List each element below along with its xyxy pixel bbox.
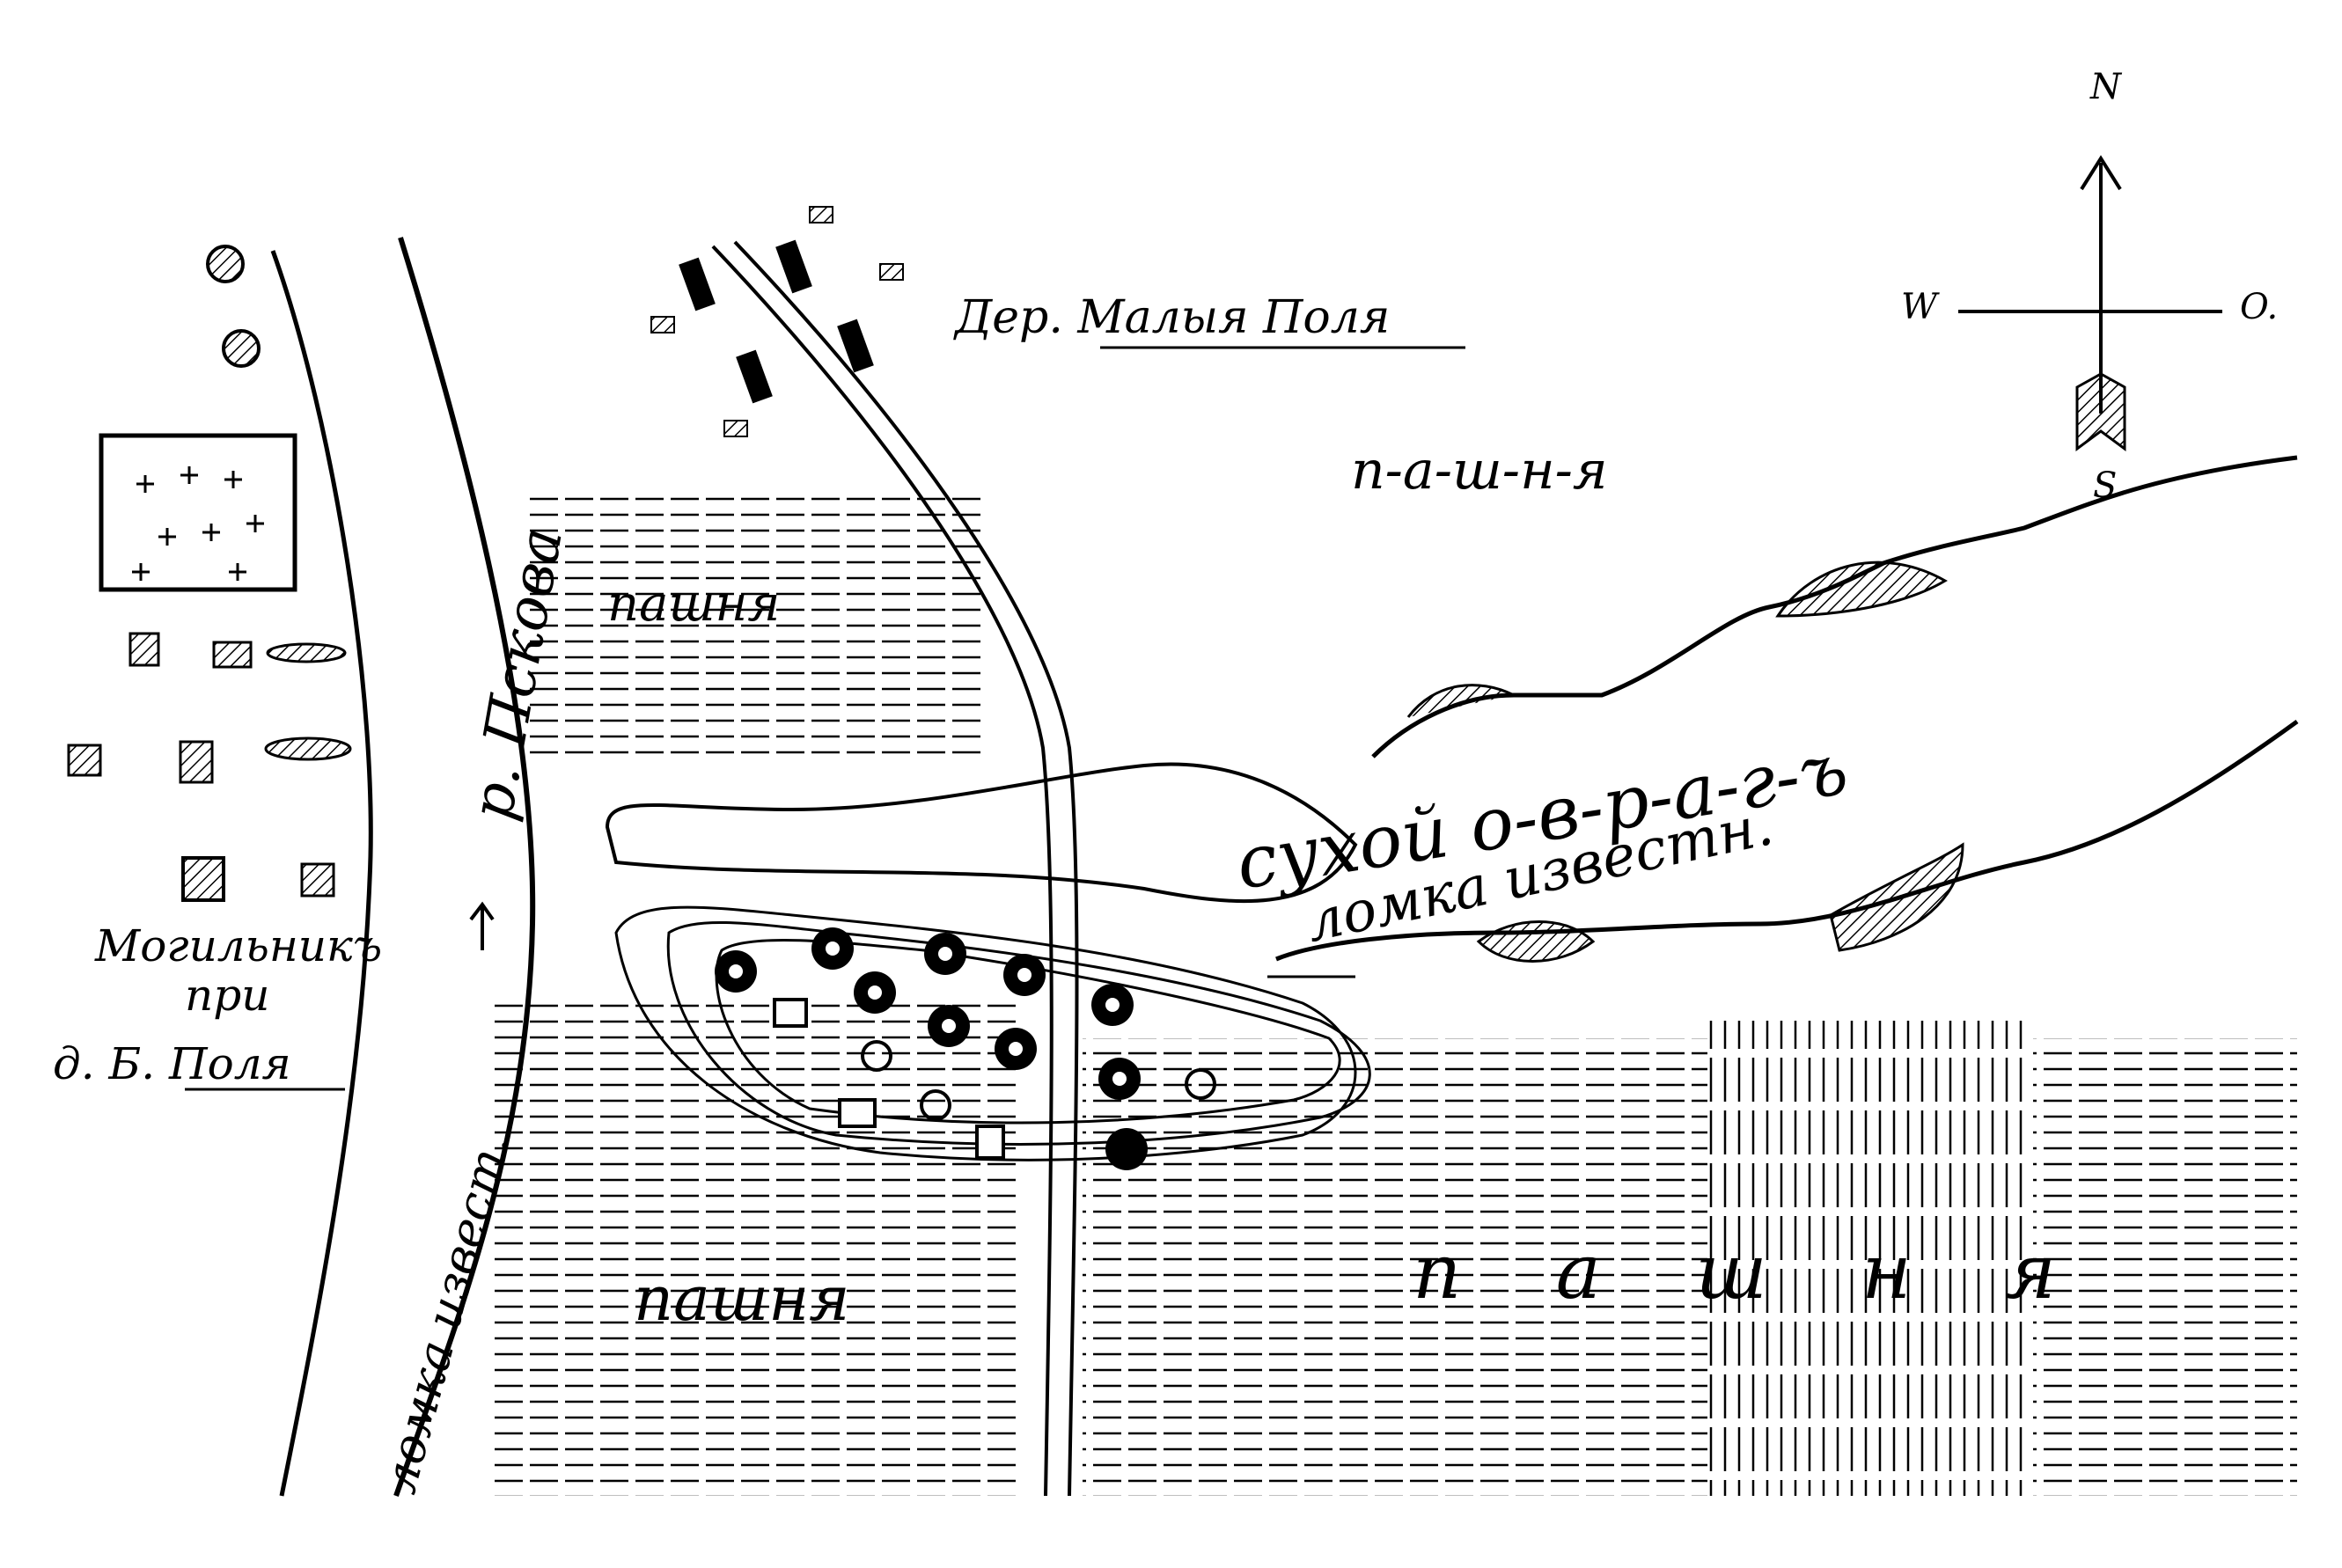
dug-mound-icon: [861, 1040, 892, 1072]
mound-icon: [924, 933, 966, 975]
burial-mounds: [715, 927, 1216, 1170]
cemetery-label-line2: при: [185, 970, 269, 1021]
legend: [67, 245, 352, 902]
cemetery-label-line1: Могильникъ: [94, 920, 382, 971]
dug-mound-icon: [1185, 1068, 1216, 1100]
hill-contours: [605, 762, 1371, 1161]
compass-rose: N S W O.: [1901, 67, 2278, 506]
plowland-label-bottom-right: п а ш н я: [1413, 1228, 2091, 1316]
village-houses: [650, 206, 904, 437]
compass-south-label: S: [2093, 465, 2117, 506]
pit-icon: [975, 1125, 1005, 1160]
dug-mound-icon: [920, 1089, 951, 1121]
compass-north-label: N: [2089, 67, 2123, 107]
mound-icon: [811, 927, 854, 970]
ravine: [1267, 455, 2299, 978]
mound-icon: [1105, 1128, 1148, 1170]
pit-icon: [838, 1098, 877, 1128]
plowland-vertical-strip: [1707, 1021, 2033, 1496]
mound-icon: [1003, 954, 1046, 996]
mound-icon: [715, 950, 757, 993]
plowland-bottom-right: [1083, 1038, 2297, 1496]
mound-icon: [995, 1028, 1037, 1070]
compass-east-label: O.: [2240, 287, 2278, 327]
cemetery-label-line3: д. Б. Поля: [53, 1038, 291, 1089]
plowland-label-top-left: пашня: [607, 575, 780, 633]
compass-west-label: W: [1901, 287, 1940, 327]
village-label: Дер. Малыя Поля: [953, 291, 1390, 344]
road: [711, 240, 1079, 1497]
plowland-bottom-left: [493, 1003, 1021, 1496]
river-flow-arrow-icon: [469, 901, 495, 950]
pit-icon: [773, 998, 808, 1028]
mound-icon: [1091, 984, 1134, 1026]
plowland-top-left: [528, 493, 986, 757]
river: [270, 237, 536, 1497]
plowland-label-bottom-left: пашня: [634, 1263, 850, 1335]
mound-icon: [928, 1005, 970, 1047]
mound-icon: [1098, 1058, 1141, 1100]
mound-icon: [854, 971, 896, 1014]
plowland-label-top-right: п-а-ш-н-я: [1351, 440, 1608, 502]
